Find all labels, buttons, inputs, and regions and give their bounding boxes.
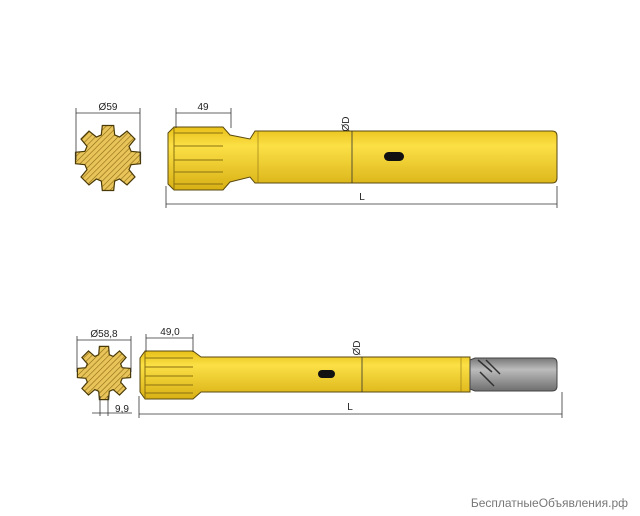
spline-cross-section	[76, 345, 132, 401]
spline-length-dimension: 49	[175, 102, 232, 128]
slot-hole	[318, 370, 335, 378]
length-label: L	[359, 192, 365, 203]
spline-gear-shape	[74, 124, 142, 192]
length-dimension: L	[138, 392, 563, 418]
spline-length-label: 49,0	[160, 327, 180, 338]
diameter-label: Ø58,8	[90, 329, 118, 340]
diameter-dimension: Ø59	[75, 102, 141, 160]
bottom-drawing: Ø58,8 9,9 49,0 ØD L	[76, 327, 563, 418]
tooth-width-dimension: 9,9	[92, 396, 132, 416]
top-drawing: Ø59 49 ØD L	[74, 102, 558, 208]
shaft-diameter-label: ØD	[341, 117, 352, 132]
shank-body	[167, 126, 558, 191]
slot-hole	[384, 152, 404, 161]
spline-gear-shape	[76, 345, 132, 401]
diameter-dimension: Ø58,8	[76, 329, 132, 372]
length-dimension: L	[165, 186, 558, 208]
spline-length-dimension: 49,0	[145, 327, 194, 352]
shaft-diameter-dimension: ØD	[341, 117, 353, 183]
shaft-diameter-dimension: ØD	[352, 341, 363, 392]
spline-cross-section	[74, 124, 142, 192]
spline-length-label: 49	[197, 102, 209, 113]
diameter-label: Ø59	[99, 102, 118, 113]
shaft-diameter-label: ØD	[352, 341, 363, 356]
tooth-width-label: 9,9	[115, 404, 129, 415]
shank-body	[139, 350, 558, 400]
length-label: L	[347, 402, 353, 413]
watermark: БесплатныеОбъявления.рф	[471, 496, 628, 510]
